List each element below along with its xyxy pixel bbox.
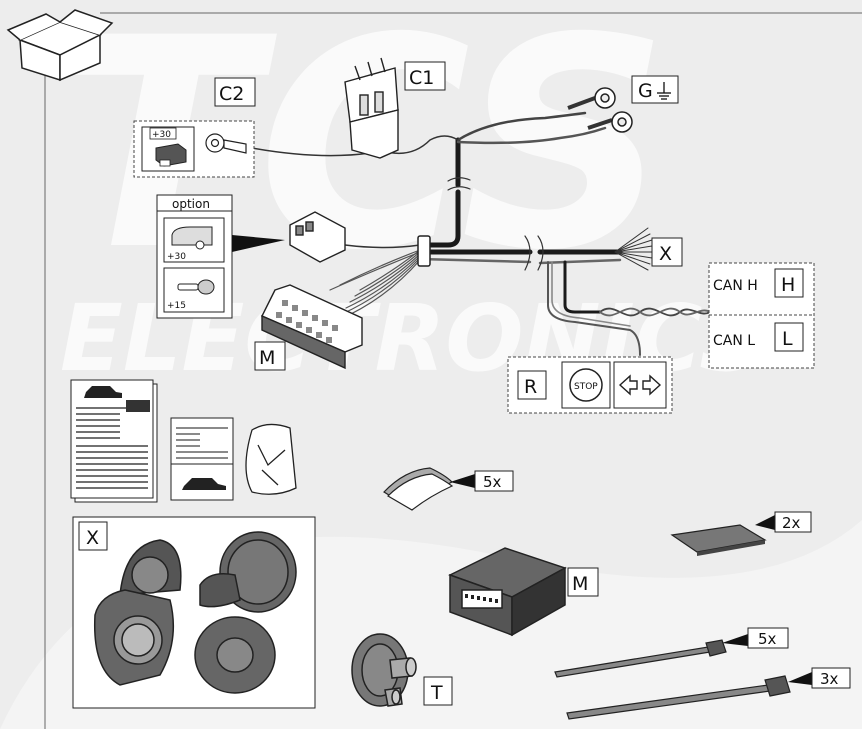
t-callout-box [423,676,453,706]
pads-pointer [450,474,475,488]
c2-callout-box [214,77,256,107]
instruction-sheet [170,417,234,501]
ties-short-qty: 5x [758,630,777,648]
ground-wire-2 [456,126,607,145]
r-callout-label: R [524,376,537,398]
tape-qty-box [774,511,812,533]
m-top-callout-box [254,341,286,371]
l-callout-label: L [782,328,793,350]
can-low-label: CAN L [713,333,755,349]
stop-sign-text: STOP [574,382,598,392]
r-callout-box [517,370,547,400]
tape-pointer [755,515,775,530]
tape-qty: 2x [782,514,801,532]
m-bottom-callout-label: M [572,573,588,595]
manual-booklet [70,379,158,503]
m-multipin-connector [261,284,363,370]
stop-sign-icon [569,368,603,402]
ground-wire-1 [456,111,587,142]
h-callout-box [774,268,804,298]
c2-ring-terminal [205,133,247,154]
c1-connector [344,57,399,159]
trailer-socket [93,539,182,686]
m-top-callout-label: M [259,347,275,369]
cable-grommet [351,633,417,707]
h-callout-label: H [781,274,795,296]
option-plug [289,211,346,263]
x-top-callout-label: X [659,243,672,265]
x-bottom-callout-box [78,521,108,551]
indicator-arrows-icon [618,374,662,396]
adhesive-pads [383,467,454,511]
x-top-callout-box [651,237,683,267]
box-icon [6,9,114,82]
ties-short-pointer [722,634,748,646]
option-wire [344,244,421,249]
trailer-plus30: +30 [167,252,186,262]
c2-plus30-label: +30 [152,130,171,140]
c1-wire [379,135,459,155]
g-callout-label: G [638,80,653,102]
ignition-plus15: +15 [167,301,186,311]
option-title: option [172,197,210,211]
ground-eyelets [567,87,633,133]
socket-gasket [199,531,297,613]
c2-callout-label: C2 [219,83,244,105]
can-branch-wire [563,260,602,314]
x-wire-fan [614,227,653,271]
socket-back-cover [194,616,276,694]
cable-tie-short [554,639,727,678]
key-icon [177,279,215,295]
foam-tape [670,524,767,553]
can-high-label: CAN H [713,278,758,294]
x-bottom-callout-label: X [86,527,99,549]
r-branch-wires [547,261,641,356]
ties-short-qty-box [747,627,789,649]
c2-wire [251,147,371,157]
parts-bag [245,423,297,495]
ties-long-qty-box [811,667,851,689]
ties-long-pointer [788,672,812,685]
option-pointer [232,235,285,252]
c1-callout-label: C1 [409,67,434,89]
branch-clamp [417,235,431,267]
c1-callout-box [404,61,446,91]
ties-long-qty: 3x [820,670,839,688]
cable-tie-long [566,675,791,720]
control-module [448,547,567,637]
m-bottom-callout-box [567,567,599,597]
main-harness [251,111,711,356]
t-callout-label: T [430,682,443,704]
pads-qty: 5x [483,473,502,491]
m-connector-wires [329,249,421,321]
ground-symbol-icon [657,82,671,100]
pads-qty-box [474,470,514,492]
caravan-icon [171,226,213,246]
l-callout-box [774,322,804,352]
g-callout-box [631,75,679,104]
